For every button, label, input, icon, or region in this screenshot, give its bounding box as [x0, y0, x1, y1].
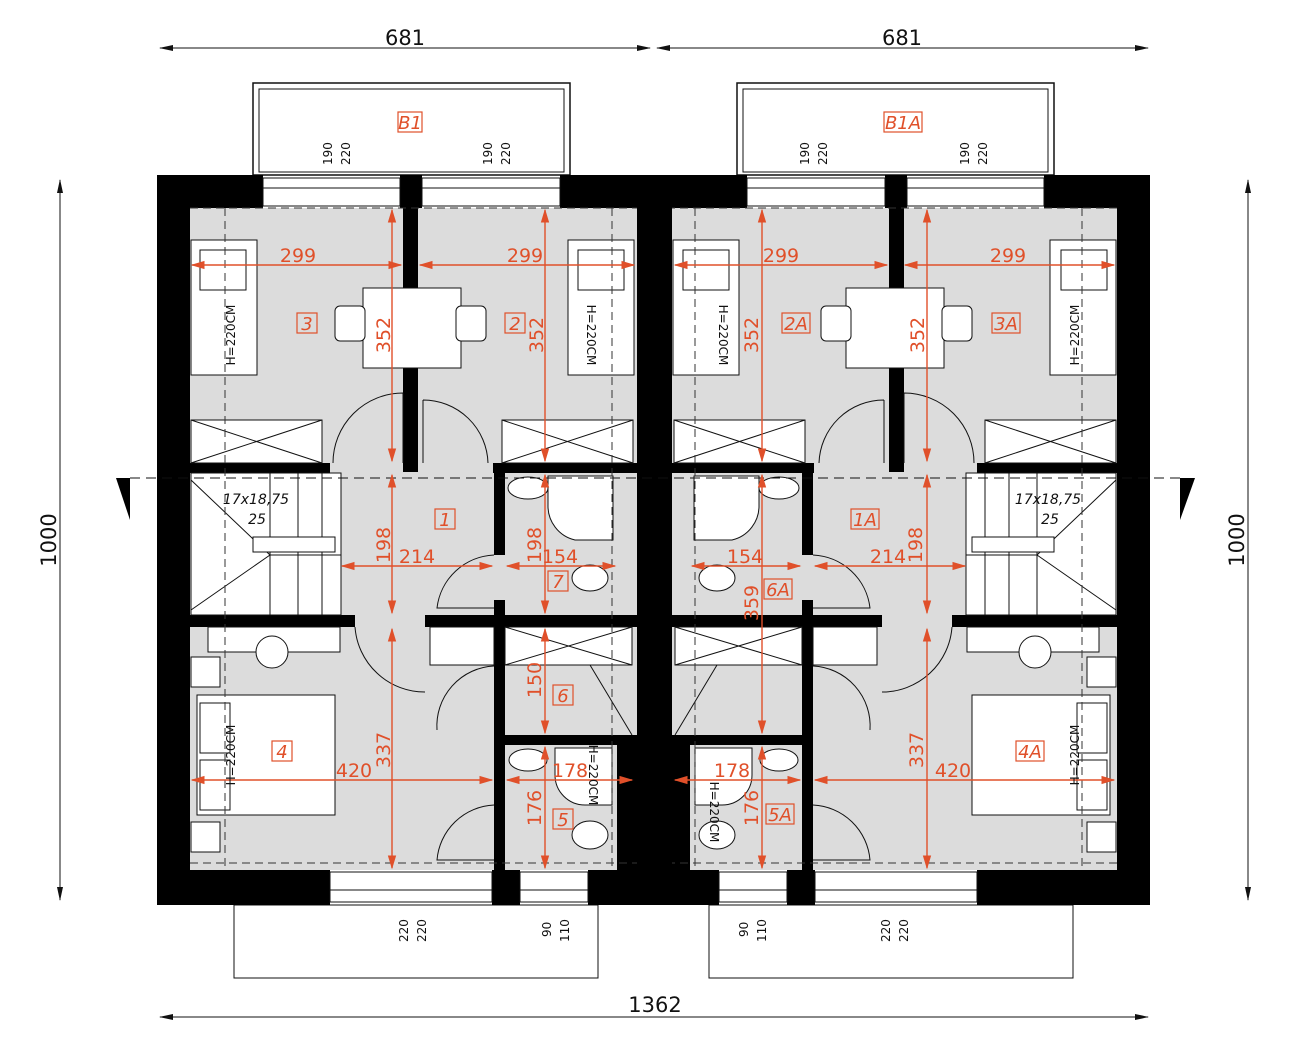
room-3: 3: [301, 314, 312, 335]
dim-height: 176: [524, 790, 546, 826]
party-wall: [637, 175, 672, 905]
height-note: H=220CM: [224, 725, 238, 786]
room-6a: 6A: [766, 580, 790, 601]
stair-notes: 17x18,75 25 17x18,75 25: [223, 492, 1081, 528]
room-4a: 4A: [1018, 742, 1042, 763]
balcony-b1a: B1A: [885, 113, 921, 134]
opening-height: 110: [755, 919, 769, 942]
width-right: 681: [882, 26, 922, 50]
room-1: 1: [439, 510, 450, 531]
dim-height: 352: [907, 317, 929, 353]
opening-height: 220: [397, 919, 411, 942]
room-dimension-values: 299 299 299 299 352 352 352 352 198 198 …: [280, 245, 1026, 826]
section-marker-left: [116, 478, 130, 520]
room-5a: 5A: [768, 805, 792, 826]
room-3a: 3A: [994, 314, 1018, 335]
room-1a: 1A: [853, 510, 877, 531]
dim-height: 198: [373, 527, 395, 563]
opening-height: 190: [481, 142, 495, 165]
dim-height: 352: [741, 317, 763, 353]
dim-width: 178: [714, 760, 750, 782]
opening-height: 90: [540, 922, 554, 937]
height-note: H=220CM: [1068, 725, 1082, 786]
stair-steps: 17x18,75: [223, 492, 289, 508]
dim-height: 337: [373, 732, 395, 768]
dim-height: 176: [741, 790, 763, 826]
opening-labels: 190 220 190 220 190 220 190 220 220 220 …: [321, 142, 990, 942]
opening-height: 220: [499, 142, 513, 165]
opening-height: 220: [415, 919, 429, 942]
dim-height: 352: [373, 317, 395, 353]
room-2: 2: [509, 314, 520, 335]
dim-height: 198: [905, 527, 927, 563]
opening-height: 90: [737, 922, 751, 937]
depth-right: 1000: [1225, 513, 1249, 566]
room-dimension-lines: [190, 208, 1116, 870]
opening-height: 220: [897, 919, 911, 942]
dim-height: 337: [906, 732, 928, 768]
opening-height: 190: [798, 142, 812, 165]
dim-width: 299: [763, 245, 799, 267]
dim-width: 154: [542, 546, 578, 568]
room-7: 7: [552, 572, 564, 593]
stair-tread: 25: [248, 512, 266, 528]
dim-width: 154: [727, 546, 763, 568]
dim-width: 299: [280, 245, 316, 267]
overall-dimensions: 681 681 1362 1000 1000: [37, 26, 1251, 1020]
opening-height: 220: [816, 142, 830, 165]
opening-height: 110: [558, 919, 572, 942]
dim-width: 214: [870, 546, 906, 568]
balcony-labels: B1 B1A: [397, 111, 923, 134]
height-note: H=220CM: [1068, 305, 1082, 366]
dim-width: 299: [507, 245, 543, 267]
stair-tread: 25: [1041, 512, 1059, 528]
ceiling-height-notes: H=220CM H=220CM H=220CM H=220CM H=220CM …: [224, 305, 1082, 843]
room-6: 6: [557, 686, 568, 707]
section-marker-right: [1180, 478, 1195, 520]
opening-height: 190: [958, 142, 972, 165]
dim-width: 420: [935, 760, 971, 782]
dim-width: 214: [399, 546, 435, 568]
room-2a: 2A: [784, 314, 808, 335]
room-labels: 3 2 2A 3A 1 1A 7 6A 6 4 4A 5 5A: [271, 312, 1045, 831]
dim-height: 352: [526, 317, 548, 353]
opening-height: 220: [976, 142, 990, 165]
dim-width: 299: [990, 245, 1026, 267]
balcony-b1: B1: [398, 113, 422, 134]
opening-height: 220: [879, 919, 893, 942]
opening-height: 190: [321, 142, 335, 165]
dim-height: 198: [524, 527, 546, 563]
dim-height: 359: [741, 585, 763, 621]
height-note: H=220CM: [224, 305, 238, 366]
left-unit: [156, 82, 656, 979]
height-note: H=220CM: [584, 305, 598, 366]
depth-left: 1000: [37, 513, 61, 566]
room-5: 5: [557, 810, 568, 831]
width-total: 1362: [628, 993, 681, 1017]
height-note: H=220CM: [586, 745, 600, 806]
dim-height: 150: [524, 662, 546, 698]
stair-steps: 17x18,75: [1015, 492, 1081, 508]
height-note: H=220CM: [707, 782, 721, 843]
room-4: 4: [276, 742, 287, 763]
dim-width: 420: [336, 760, 372, 782]
dim-width: 178: [552, 760, 588, 782]
right-unit: [651, 82, 1151, 979]
opening-height: 220: [339, 142, 353, 165]
height-note: H=220CM: [716, 305, 730, 366]
width-left: 681: [385, 26, 425, 50]
